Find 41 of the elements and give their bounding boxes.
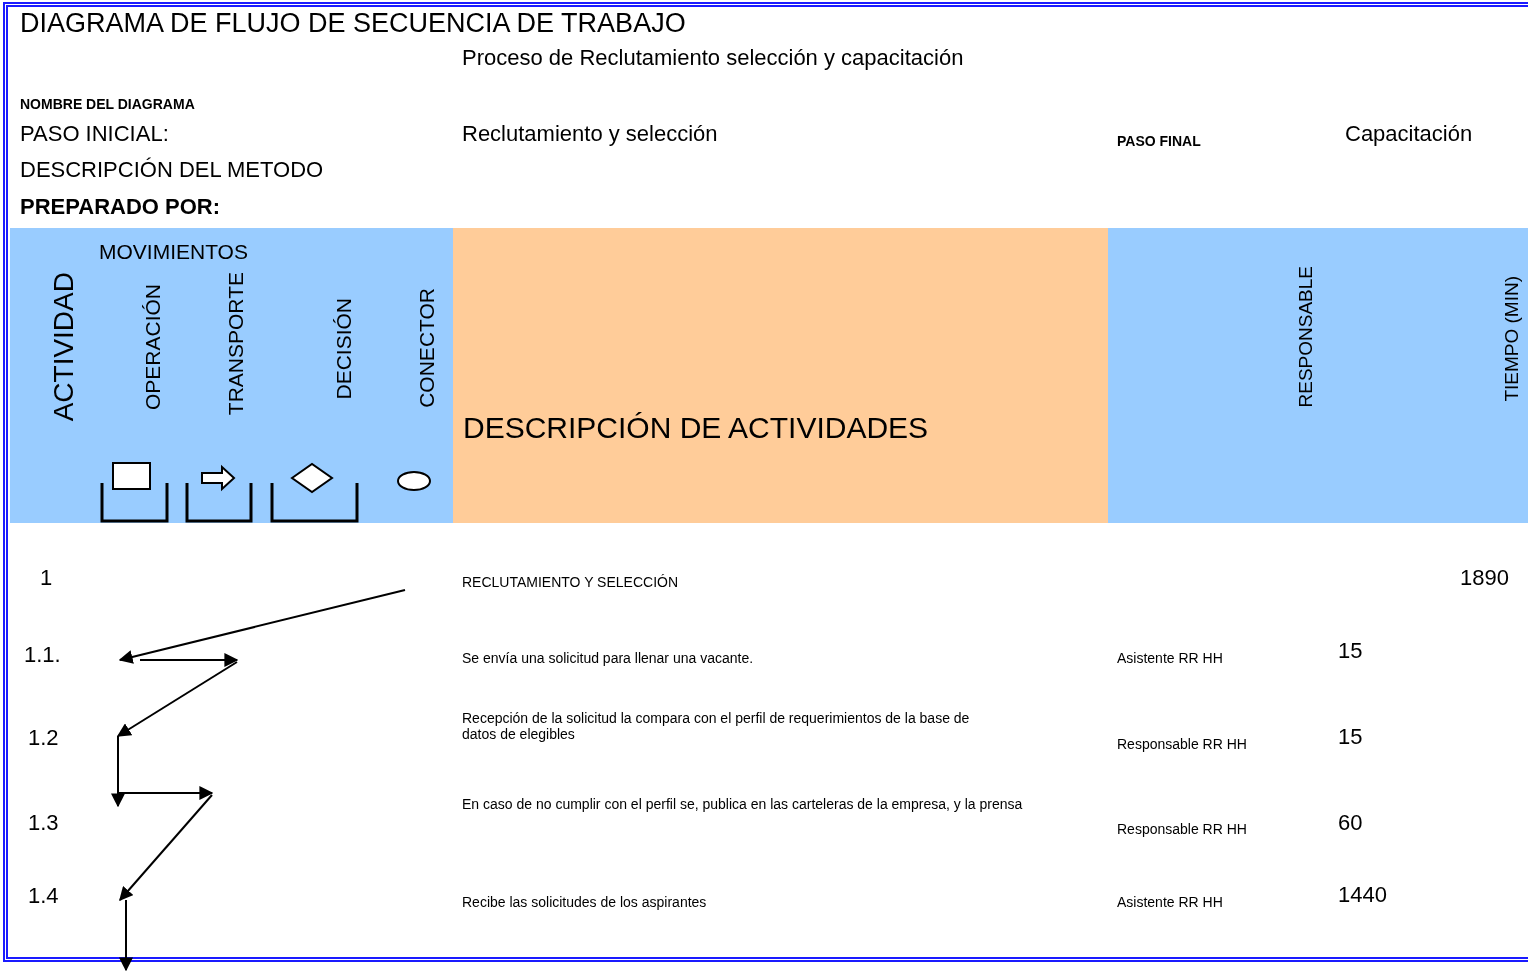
time-value: 60 [1338, 810, 1363, 836]
activity-text: En caso de no cumplir con el perfil se, publica en las carteleras de la empresa, y la prensa [462, 796, 1024, 813]
column-heading: TIEMPO (MIN) [1502, 276, 1521, 402]
column-heading: TRANSPORTE [225, 272, 246, 416]
column-heading: MOVIMIENTOS [99, 240, 248, 265]
responsible-text: Asistente RR HH [1117, 650, 1223, 667]
header-cell [453, 228, 1108, 523]
activity-text: RECLUTAMIENTO Y SELECCIÓN [462, 574, 678, 591]
header-cell [1450, 228, 1528, 523]
activity-text: Se envía una solicitud para llenar una vacante. [462, 650, 755, 667]
field-value: Proceso de Reclutamiento selección y capacitación [462, 45, 965, 71]
field-value: Reclutamiento y selección [462, 121, 718, 147]
field-label: NOMBRE DEL DIAGRAMA [20, 96, 195, 113]
activity-text: Recibe las solicitudes de los aspirantes [462, 894, 707, 911]
time-value: 15 [1338, 724, 1363, 750]
activity-text: Recepción de la solicitud la compara con el perfil de requerimientos de la base de datos de elegibles [462, 710, 971, 743]
column-heading: CONECTOR [416, 288, 437, 408]
responsible-text: Responsable RR HH [1117, 821, 1247, 838]
field-label: PREPARADO POR: [20, 194, 221, 220]
responsible-text: Asistente RR HH [1117, 894, 1223, 911]
diagram-title: DIAGRAMA DE FLUJO DE SECUENCIA DE TRABAJO [20, 8, 686, 40]
step-number: 1.2 [28, 725, 59, 751]
time-value: 15 [1338, 638, 1363, 664]
column-heading: DESCRIPCIÓN DE ACTIVIDADES [463, 411, 929, 446]
step-number: 1.3 [28, 810, 59, 836]
responsible-text: Responsable RR HH [1117, 736, 1247, 753]
column-heading: RESPONSABLE [1296, 266, 1315, 408]
step-number: 1.1. [24, 642, 61, 668]
step-number: 1 [40, 565, 53, 591]
column-heading: DECISIÓN [333, 298, 354, 400]
header-cell [1108, 228, 1450, 523]
field-label: PASO FINAL [1117, 133, 1201, 150]
time-value: 1440 [1338, 882, 1387, 908]
time-value: 1890 [1460, 565, 1509, 591]
field-label: DESCRIPCIÓN DEL METODO [20, 157, 324, 183]
step-number: 1.4 [28, 883, 59, 909]
column-heading: ACTIVIDAD [50, 272, 78, 422]
column-heading: OPERACIÓN [142, 284, 163, 411]
header-cell [10, 228, 453, 523]
field-value: Capacitación [1345, 121, 1473, 147]
field-label: PASO INICIAL: [20, 121, 169, 147]
